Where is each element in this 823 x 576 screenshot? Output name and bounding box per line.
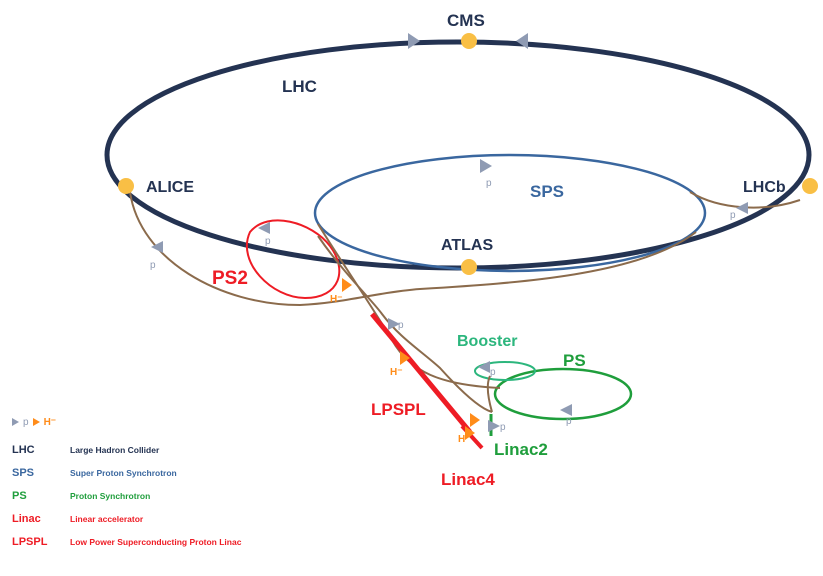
ps2-label: PS2	[212, 268, 248, 289]
legend-item: SPS Super Proton Synchrotron	[12, 461, 312, 484]
legend-desc: Linear accelerator	[70, 513, 144, 524]
legend-item: PS Proton Synchrotron	[12, 484, 312, 507]
legend-item: Linac Linear accelerator	[12, 507, 312, 530]
transfer-line-sps-ps-b	[317, 235, 493, 413]
atlas-dot	[461, 259, 477, 275]
hminus-arrow-icon	[342, 278, 352, 292]
lhcb-label: LHCb	[743, 179, 786, 196]
lhc-arrow-icon	[408, 33, 420, 49]
legend-desc: Proton Synchrotron	[70, 490, 151, 501]
legend-key: SPS	[12, 466, 35, 479]
legend-key: PS	[12, 489, 27, 502]
legend-particle-key: p H⁻	[12, 414, 312, 430]
proton-label: p	[150, 260, 156, 271]
transfer-line-alice	[129, 191, 697, 307]
proton-label: p	[566, 416, 572, 427]
proton-arrow-icon	[488, 420, 500, 432]
legend-desc: Super Proton Synchrotron	[70, 467, 177, 478]
hminus-arrow-icon	[400, 351, 410, 365]
alice-dot	[118, 178, 134, 194]
lhc-label: LHC	[282, 77, 317, 96]
legend-proton-symbol: p	[23, 416, 29, 428]
sps-label: SPS	[530, 182, 564, 201]
proton-arrow-icon	[478, 361, 490, 373]
lhc-arrow-icon	[516, 33, 528, 49]
proton-label: p	[398, 320, 404, 331]
lhcb-dot	[802, 178, 818, 194]
proton-arrow-icon	[480, 159, 492, 173]
cms-label: CMS	[447, 11, 485, 30]
legend-key: LHC	[12, 443, 35, 456]
hminus-arrow-icon	[32, 418, 40, 426]
proton-arrow-icon	[560, 404, 572, 416]
hminus-arrow-icon	[465, 426, 475, 440]
transfer-line-booster	[486, 375, 493, 413]
hminus-label: H⁻	[390, 367, 403, 378]
legend-desc: Low Power Superconducting Proton Linac	[70, 536, 242, 547]
hminus-label: H⁻	[330, 294, 343, 305]
linac2-label: Linac2	[494, 440, 548, 459]
proton-arrow-icon	[151, 241, 163, 253]
proton-arrow-icon	[258, 222, 270, 234]
booster-label: Booster	[457, 333, 517, 350]
lpspl-label: LPSPL	[371, 400, 426, 419]
legend-key: LPSPL	[12, 535, 48, 548]
proton-label: p	[486, 178, 492, 189]
hminus-label: H⁻	[458, 434, 471, 445]
proton-label: p	[730, 210, 736, 221]
proton-label: p	[500, 422, 506, 433]
linac4-label: Linac4	[441, 470, 495, 489]
hminus-arrow-icon	[470, 413, 480, 427]
proton-arrow-icon	[736, 202, 748, 214]
legend-item: LHC Large Hadron Collider	[12, 438, 312, 461]
lpspl-linac	[370, 312, 472, 434]
legend-item: LPSPL Low Power Superconducting Proton L…	[12, 530, 312, 553]
proton-label: p	[265, 236, 271, 247]
atlas-label: ATLAS	[441, 237, 493, 254]
lhc-ring	[104, 39, 812, 271]
legend-desc: Large Hadron Collider	[70, 444, 160, 455]
proton-arrow-icon	[388, 318, 400, 330]
sps-ring	[313, 153, 707, 273]
alice-label: ALICE	[146, 179, 194, 196]
ps2-ring	[246, 219, 341, 300]
cms-dot	[461, 33, 477, 49]
ps-label: PS	[563, 351, 586, 370]
proton-arrow-icon	[12, 418, 19, 426]
ps-ring	[493, 367, 633, 421]
booster-ring	[474, 361, 536, 381]
proton-label: p	[490, 367, 496, 378]
legend-key: Linac	[12, 512, 41, 525]
legend: p H⁻ LHC Large Hadron Collider SPS Super…	[12, 414, 312, 553]
legend-hminus-symbol: H⁻	[43, 416, 57, 428]
